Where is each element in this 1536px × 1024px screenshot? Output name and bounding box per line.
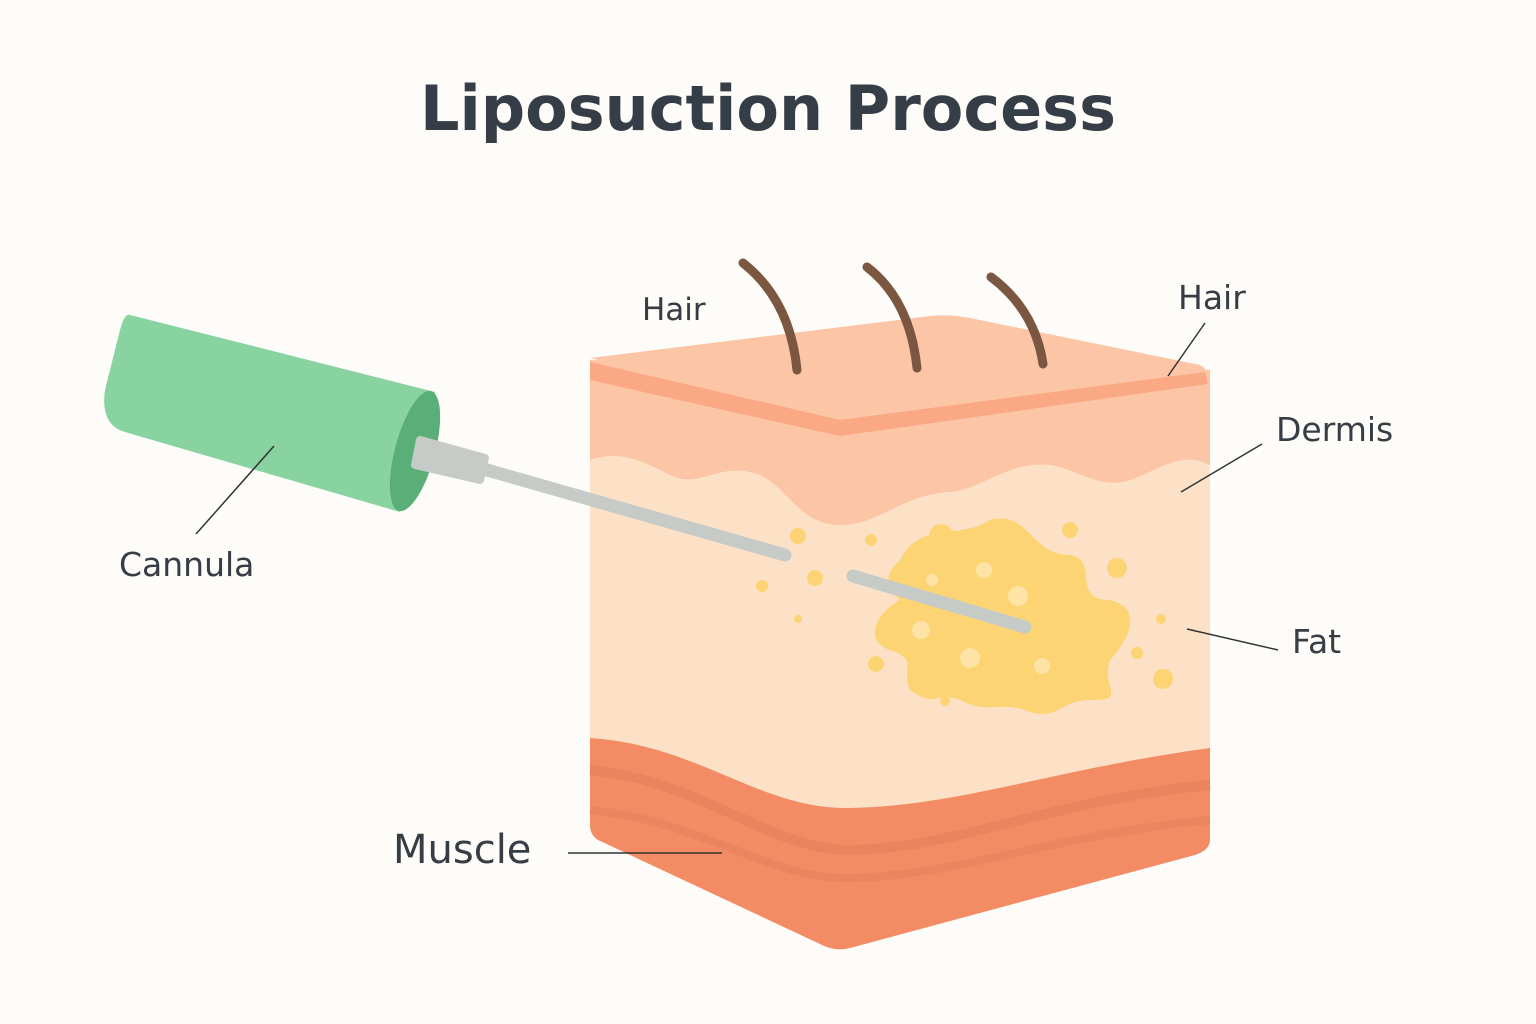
muscle-stripe xyxy=(589,806,1211,883)
cannula xyxy=(104,314,1032,634)
diagram-title: Liposuction Process xyxy=(420,72,1116,145)
fat-highlights xyxy=(912,562,1050,674)
hair-strand xyxy=(986,272,1048,369)
label-hair-left: Hair xyxy=(642,292,706,328)
muscle-stripe xyxy=(589,765,1211,856)
label-muscle: Muscle xyxy=(393,827,532,873)
label-cannula: Cannula xyxy=(119,545,255,584)
cannula-tip xyxy=(846,569,1032,634)
label-fat: Fat xyxy=(1292,622,1342,661)
hair-strand xyxy=(862,262,922,373)
epidermis-edge xyxy=(590,362,1208,436)
label-dermis: Dermis xyxy=(1276,410,1394,449)
fat-droplets xyxy=(756,522,1173,706)
label-hair-right: Hair xyxy=(1178,278,1246,317)
hair-strand xyxy=(738,258,802,375)
cannula-tube xyxy=(411,436,489,484)
leader-lines xyxy=(195,322,1279,854)
cannula-rod xyxy=(473,461,792,562)
cannula-handle xyxy=(104,314,435,512)
